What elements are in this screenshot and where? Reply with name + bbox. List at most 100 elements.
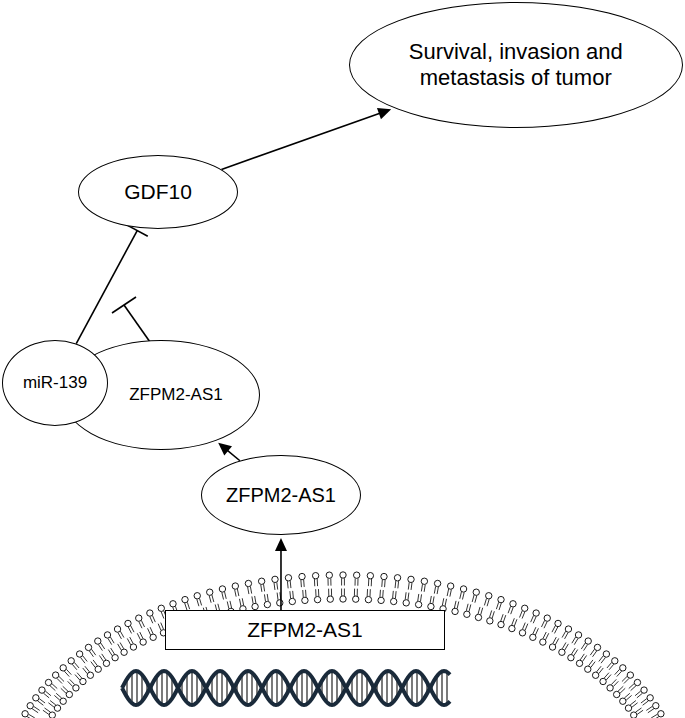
lipid-tail: [237, 589, 239, 596]
lipid-head: [460, 586, 466, 592]
gene-ellipse: GDF10: [78, 155, 238, 229]
lipid-head: [207, 589, 213, 595]
base-pair: [301, 671, 302, 704]
lipid-head: [634, 679, 640, 685]
lipid-tail: [475, 596, 477, 603]
lipid-tail: [108, 638, 112, 644]
lipid-tail: [80, 657, 84, 663]
lipid-tail: [501, 614, 503, 621]
lipid-tail: [408, 582, 410, 589]
lipid-tail: [641, 699, 647, 703]
lipid-head: [302, 597, 308, 603]
lipid-tail: [407, 593, 409, 600]
lipid-head: [121, 649, 127, 655]
lipid-tail: [648, 709, 654, 713]
lipid-tail: [98, 645, 102, 651]
lipid-head: [464, 611, 470, 617]
lipid-head: [285, 575, 291, 581]
lipid-tail: [522, 612, 525, 619]
lipid-tail: [565, 633, 569, 639]
lipid-head: [158, 605, 164, 611]
node-label: ZFPM2-AS1: [226, 483, 336, 507]
lipid-tail: [230, 601, 232, 608]
lipid-tail: [544, 622, 547, 629]
lipid-head: [22, 711, 28, 717]
lipid-tail: [91, 662, 95, 668]
lipid-tail: [460, 592, 462, 599]
base-pair: [361, 671, 362, 704]
lipid-tail: [552, 626, 555, 632]
lipid-tail: [118, 644, 122, 650]
lipid-tail: [139, 622, 142, 629]
lipid-head: [314, 596, 320, 602]
lipid-head: [232, 583, 238, 589]
connector: [218, 443, 240, 461]
lipid-tail: [624, 693, 630, 698]
lipid-head: [510, 601, 516, 607]
node-label: miR-139: [23, 373, 87, 393]
lipid-head: [522, 605, 528, 611]
lipid-tail: [514, 619, 517, 626]
lipid-tail: [239, 599, 240, 606]
lipid-tail: [512, 618, 515, 625]
lipid-tail: [492, 611, 494, 618]
lipid-head: [576, 660, 582, 666]
lipid-tail: [607, 662, 612, 668]
lipid-tail: [111, 648, 115, 654]
lipid-tail: [554, 627, 557, 633]
lipid-head: [620, 698, 626, 704]
node-label: Survival, invasion and metastasis of tum…: [393, 39, 638, 92]
lipid-tail: [481, 608, 483, 615]
lipid-head: [95, 666, 101, 672]
lipid-tail: [371, 579, 372, 586]
lipid-tail: [252, 596, 253, 603]
lipid-tail: [161, 612, 164, 619]
lipid-tail: [128, 627, 131, 633]
lipid-head: [487, 618, 493, 624]
lipid-head: [390, 598, 396, 604]
lipid-tail: [354, 589, 355, 596]
lipid-tail: [395, 581, 397, 588]
lipid-tail: [487, 599, 489, 606]
lipid-head: [299, 573, 305, 579]
lipid-tail: [318, 589, 319, 596]
lipid-tail: [57, 678, 62, 683]
lipid-tail: [289, 591, 291, 598]
lipid-tail: [158, 624, 161, 631]
lipid-tail: [384, 580, 386, 587]
lipid-head: [112, 654, 118, 660]
lipid-tail: [315, 589, 316, 596]
lipid-head: [575, 632, 581, 638]
lipid-head: [612, 658, 618, 664]
lipid-head: [327, 596, 333, 602]
mirna-circle: miR-139: [2, 340, 108, 426]
lipid-tail: [381, 580, 383, 587]
lipid-head: [49, 712, 55, 718]
lipid-head: [340, 596, 346, 602]
lipid-head: [658, 711, 664, 717]
lipid-tail: [235, 589, 237, 596]
lipid-tail: [305, 590, 307, 597]
lipid-tail: [99, 655, 103, 661]
base-pair: [221, 671, 222, 704]
lipid-tail: [68, 681, 73, 686]
lipid-head: [625, 705, 631, 711]
base-pair: [446, 672, 447, 704]
lipid-head: [555, 620, 561, 626]
lipid-tail: [287, 581, 289, 588]
lipid-tail: [131, 626, 134, 632]
connector: [275, 538, 287, 610]
lipid-tail: [64, 671, 69, 676]
lipid-tail: [646, 706, 652, 710]
lipid-tail: [120, 631, 124, 637]
lipid-tail: [54, 695, 60, 700]
lipid-head: [66, 691, 72, 697]
lipid-head: [54, 705, 60, 711]
lipid-tail: [496, 602, 498, 609]
lipid-tail: [43, 710, 49, 714]
lipid-tail: [562, 631, 566, 637]
lipid-tail: [264, 594, 265, 601]
lipid-tail: [367, 589, 368, 596]
lipid-tail: [590, 649, 594, 655]
lipid-tail: [327, 578, 328, 585]
